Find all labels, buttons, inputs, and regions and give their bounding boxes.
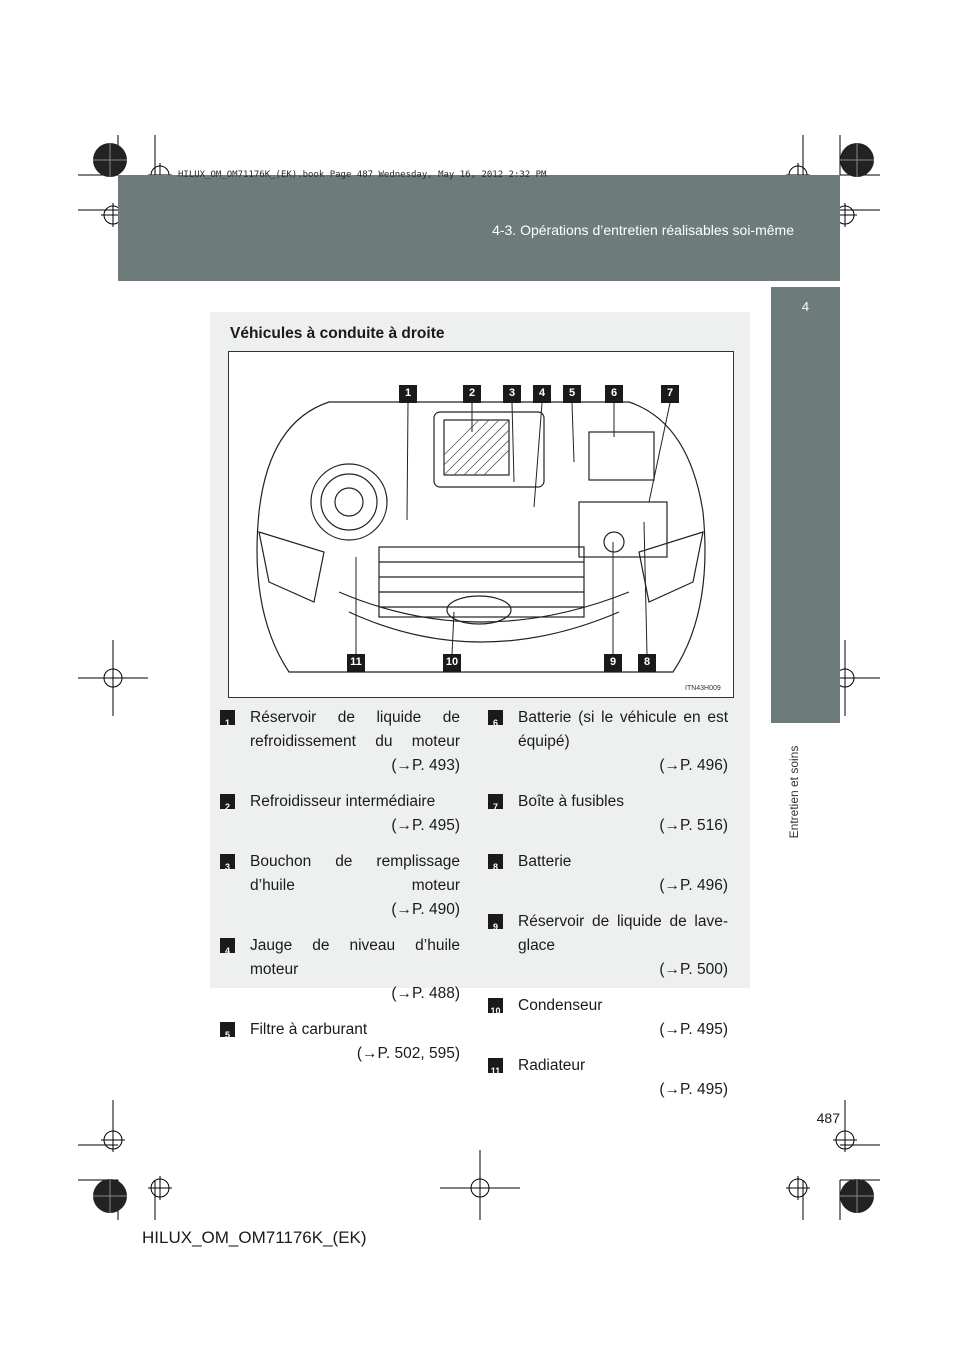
callout-4: 4	[533, 385, 551, 403]
page-number: 487	[816, 1110, 840, 1126]
item-text: Réservoir de liquide de lave-glace	[518, 913, 728, 954]
item-page-ref: (→P. 495)	[391, 817, 460, 834]
item-page-ref: (→P. 496)	[659, 877, 728, 894]
item-page-ref: (→P. 496)	[659, 757, 728, 774]
engine-bay-drawing	[256, 401, 706, 673]
item-text: Refroidisseur intermédiaire	[250, 793, 436, 810]
item-number-badge: 6	[488, 710, 503, 728]
item-number-badge: 4	[220, 938, 235, 956]
item-number-badge: 10	[488, 998, 503, 1016]
callout-10: 10	[443, 654, 461, 672]
list-item: 3 Bouchon de remplissage d’huile moteur …	[220, 850, 460, 922]
content-panel: Véhicules à conduite à droite	[210, 312, 750, 1098]
item-text: Bouchon de remplissage d’huile moteur	[250, 853, 460, 894]
item-page-ref: (→P. 502, 595)	[356, 1045, 460, 1062]
list-item: 9 Réservoir de liquide de lave-glace (→P…	[488, 910, 728, 982]
print-info-line: HILUX_OM_OM71176K_(EK).book Page 487 Wed…	[178, 170, 547, 180]
item-text: Filtre à carburant	[250, 1021, 368, 1038]
panel-title: Véhicules à conduite à droite	[230, 325, 445, 342]
item-text: Batterie	[518, 853, 572, 870]
item-number-badge: 1	[220, 710, 235, 728]
item-number-badge: 3	[220, 854, 235, 872]
item-number-badge: 8	[488, 854, 503, 872]
chapter-label: Entretien et soins	[787, 745, 801, 839]
item-page-ref: (→P. 493)	[391, 757, 460, 774]
callout-11: 11	[347, 654, 365, 672]
section-title: 4-3. Opérations d’entretien réalisables …	[492, 222, 794, 238]
chapter-label-box: Entretien et soins	[783, 725, 805, 860]
callout-9: 9	[604, 654, 622, 672]
list-item: 11 Radiateur (→P. 495)	[488, 1054, 728, 1102]
list-item: 8 Batterie (→P. 496)	[488, 850, 728, 898]
item-number-badge: 5	[220, 1022, 235, 1040]
list-item: 7 Boîte à fusibles (→P. 516)	[488, 790, 728, 838]
item-text: Condenseur	[518, 997, 603, 1014]
item-text: Jauge de niveau d’huile moteur	[250, 937, 460, 978]
item-number-badge: 11	[488, 1058, 503, 1076]
header-band	[118, 175, 840, 281]
item-text: Radiateur	[518, 1057, 586, 1074]
item-text: Boîte à fusibles	[518, 793, 624, 810]
item-page-ref: (→P. 488)	[391, 985, 460, 1002]
item-page-ref: (→P. 495)	[659, 1081, 728, 1098]
item-number-badge: 7	[488, 794, 503, 812]
engine-bay-illustration: 1 2 3 4 5 6 7 8 9 10 11 ITN43H009	[228, 351, 734, 698]
list-item: 10 Condenseur (→P. 495)	[488, 994, 728, 1042]
item-page-ref: (→P. 500)	[659, 961, 728, 978]
callout-1: 1	[399, 385, 417, 403]
callout-2: 2	[463, 385, 481, 403]
callout-3: 3	[503, 385, 521, 403]
list-item: 6 Batterie (si le véhicule en est équipé…	[488, 706, 728, 778]
item-text: Réservoir de liquide de refroidissement …	[250, 709, 460, 750]
list-item: 5 Filtre à carburant (→P. 502, 595)	[220, 1018, 460, 1066]
figure-code: ITN43H009	[685, 685, 721, 692]
chapter-number: 4	[801, 299, 810, 314]
item-page-ref: (→P. 495)	[659, 1021, 728, 1038]
list-item: 1 Réservoir de liquide de refroidissemen…	[220, 706, 460, 778]
item-number-badge: 2	[220, 794, 235, 812]
list-item: 2 Refroidisseur intermédiaire (→P. 495)	[220, 790, 460, 838]
list-item: 4 Jauge de niveau d’huile moteur (→P. 48…	[220, 934, 460, 1006]
chapter-tab: 4	[771, 287, 840, 723]
items-left-column: 1 Réservoir de liquide de refroidissemen…	[220, 706, 460, 1078]
item-page-ref: (→P. 490)	[391, 901, 460, 918]
item-number-badge: 9	[488, 914, 503, 932]
item-text: Batterie (si le véhicule en est équipé)	[518, 709, 728, 750]
document-code: HILUX_OM_OM71176K_(EK)	[142, 1228, 367, 1247]
callout-7: 7	[661, 385, 679, 403]
callout-6: 6	[605, 385, 623, 403]
callout-5: 5	[563, 385, 581, 403]
items-right-column: 6 Batterie (si le véhicule en est équipé…	[488, 706, 728, 1114]
item-page-ref: (→P. 516)	[659, 817, 728, 834]
callout-8: 8	[638, 654, 656, 672]
